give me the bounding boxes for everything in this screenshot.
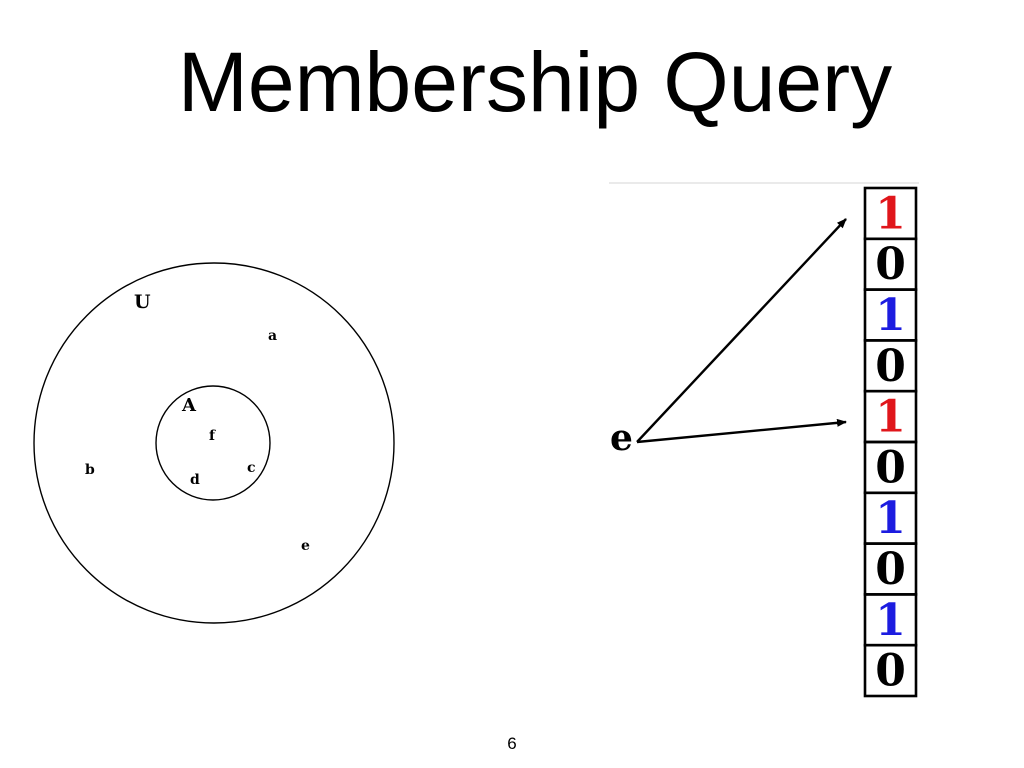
element-f: f [209, 428, 216, 444]
hash-arrow-upper [636, 218, 847, 443]
bit-value: 0 [875, 442, 906, 493]
bit-value: 1 [875, 595, 906, 646]
bit-value: 0 [875, 646, 906, 697]
universe-circle [33, 262, 395, 624]
element-d: d [190, 472, 200, 488]
bit-cell: 1 [863, 491, 918, 545]
bit-cell: 0 [863, 643, 918, 698]
set-a-label: A [181, 395, 197, 416]
bit-cell: 1 [863, 389, 918, 444]
bit-value: 1 [875, 290, 906, 341]
query-element-label: e [610, 417, 633, 459]
element-e: e [301, 538, 310, 554]
element-b: b [85, 462, 95, 478]
bit-cell: 1 [863, 593, 918, 647]
set-a-circle [155, 385, 271, 501]
bit-cell: 0 [863, 237, 918, 291]
bit-cell: 0 [863, 440, 918, 495]
bit-value: 1 [875, 392, 906, 443]
bit-value: 0 [875, 341, 906, 392]
universe-label: U [134, 291, 151, 313]
element-c: c [247, 460, 256, 476]
bit-cell-box [863, 643, 918, 698]
bit-cell: 1 [863, 288, 918, 342]
bit-value: 0 [875, 544, 906, 595]
bit-value: 0 [875, 239, 906, 290]
bit-value: 1 [875, 188, 906, 239]
page-number: 6 [507, 734, 517, 753]
slide-title: Membership Query [177, 35, 893, 129]
hash-arrow-lower [636, 418, 847, 444]
bit-cell: 0 [863, 339, 918, 393]
venn-diagram: U A a b c d e f [33, 262, 395, 624]
bit-value: 1 [875, 493, 906, 544]
bit-cell: 1 [863, 186, 918, 241]
element-a: a [268, 328, 277, 344]
bit-cell: 0 [863, 542, 918, 596]
